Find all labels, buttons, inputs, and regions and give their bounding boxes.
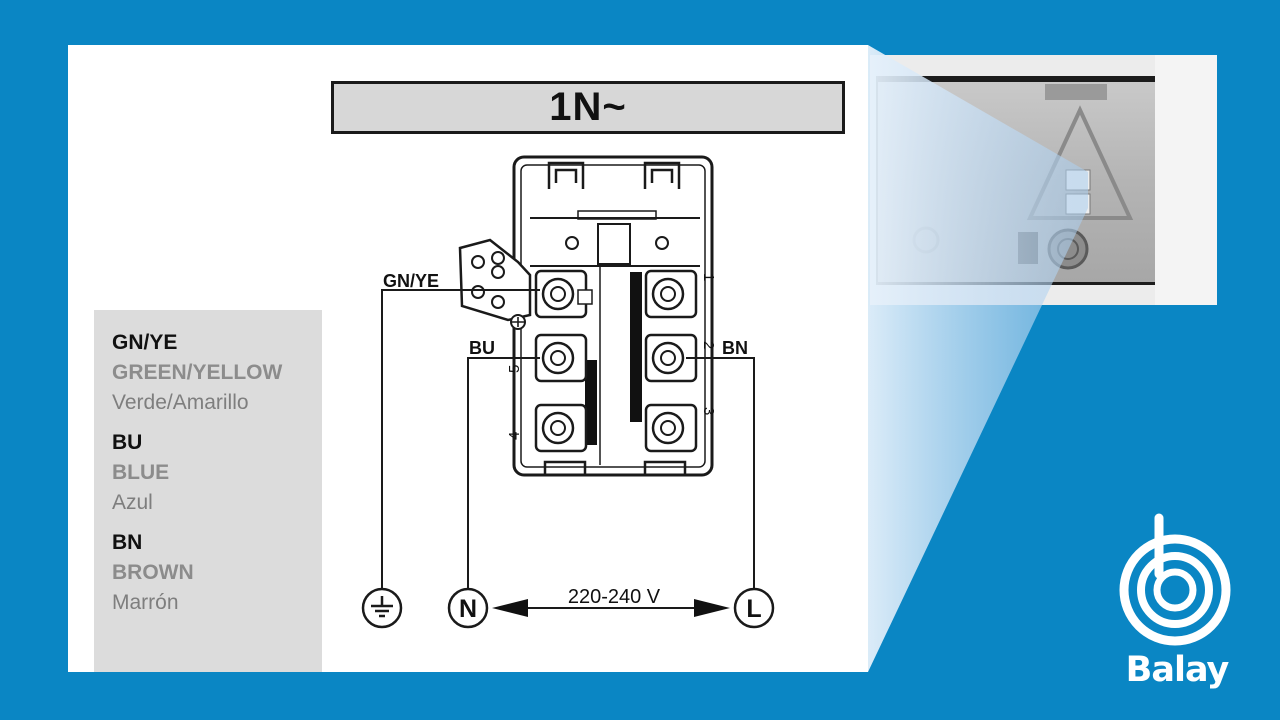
top-clip-left (547, 161, 585, 189)
screw-terminal-1 (644, 269, 698, 319)
screw-terminal-3 (644, 403, 698, 453)
voltage-label: 220-240 V (568, 586, 661, 608)
balay-logo-text: Balay (1125, 650, 1230, 690)
wire-earth (381, 289, 540, 590)
terminal-number-5: 5 (506, 365, 523, 373)
projection-beam (868, 45, 1088, 672)
top-clip-right (643, 161, 681, 189)
screw-terminal-5 (534, 333, 588, 383)
screw-terminals (534, 269, 698, 453)
mechanism-slot (597, 223, 631, 265)
earth-symbol (361, 587, 403, 629)
bracket-hole-3 (491, 265, 505, 279)
wire-neutral (467, 357, 540, 590)
voltage-arrow (492, 599, 730, 617)
bottom-clip-right (643, 460, 687, 475)
mechanism-screw-right (655, 236, 669, 250)
bracket-hole-1 (471, 255, 485, 269)
mechanism-bar (577, 210, 657, 220)
bracket-hole-4 (471, 285, 485, 299)
wire-label-bn: BN (722, 338, 748, 358)
balay-logo-mark (1119, 513, 1231, 646)
live-letter: L (746, 595, 761, 623)
terminal-number-4: 4 (506, 432, 523, 440)
live-terminal-symbol: L (733, 587, 775, 629)
bracket-hole-2 (491, 251, 505, 265)
legend-local-bu: Azul (112, 491, 153, 514)
earth-bracket (458, 238, 532, 322)
legend-name-bu: BLUE (112, 461, 170, 484)
legend-local-bn: Marrón (112, 591, 179, 614)
terminal-number-3: 3 (700, 407, 717, 415)
connection-type-title: 1N~ (331, 81, 845, 134)
earth-screw-cross (512, 317, 524, 327)
legend-code-bu: BU (112, 431, 143, 454)
screw-terminal-4 (534, 403, 588, 453)
terminal-number-2: 2 (700, 341, 717, 349)
legend-code-bn: BN (112, 531, 143, 554)
wire-label-bu: BU (469, 338, 495, 358)
wire-label-gnye: GN/YE (383, 271, 439, 291)
bracket-hole-5 (491, 295, 505, 309)
counter-edge (1155, 55, 1217, 305)
legend-local-gnye: Verde/Amarillo (112, 391, 249, 414)
legend-name-bn: BROWN (112, 561, 194, 584)
legend-name-gnye: GREEN/YELLOW (112, 361, 283, 384)
terminal-number-1: 1 (700, 273, 717, 281)
neutral-terminal-symbol: N (447, 587, 489, 629)
legend-code-gnye: GN/YE (112, 331, 178, 354)
wire-live (686, 357, 755, 590)
bottom-clip-left (543, 460, 587, 475)
screw-terminal-gnye (534, 269, 593, 319)
neutral-letter: N (459, 595, 477, 623)
mechanism-screw-left (565, 236, 579, 250)
color-legend: GN/YE GREEN/YELLOW Verde/Amarillo BU BLU… (94, 310, 322, 672)
bridge-4-5 (585, 360, 597, 445)
label-plate (1045, 84, 1107, 100)
bridge-1-2-3 (630, 272, 642, 422)
